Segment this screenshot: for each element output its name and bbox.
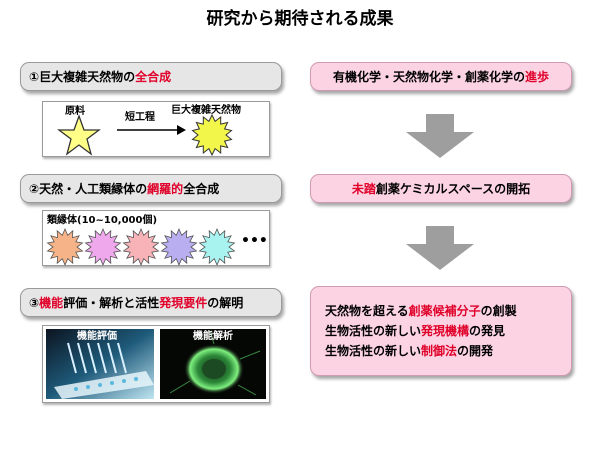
item-comprehensive-synthesis-label: ②天然・人工類縁体の網羅的全合成 bbox=[20, 174, 282, 203]
item3-highlight1: 機能 bbox=[39, 296, 64, 310]
item-total-synthesis-label: ①巨大複雑天然物の全合成 bbox=[20, 62, 282, 91]
analog-starburst bbox=[122, 227, 160, 267]
item2-text-end: 全合成 bbox=[183, 182, 220, 196]
item3-text-end: の解明 bbox=[207, 296, 244, 310]
outcome1-text-end: の創製 bbox=[480, 304, 517, 318]
result2-text: 創薬ケミカルスペースの開拓 bbox=[375, 182, 531, 196]
analogs-starbursts-icon bbox=[46, 227, 236, 267]
analogs-diagram-panel: 類縁体(10~10,000個) ••• bbox=[42, 210, 270, 267]
analog-starburst bbox=[84, 227, 122, 267]
raw-material-label: 原料 bbox=[65, 106, 85, 117]
result-outcomes: 天然物を超える創薬候補分子の創製 生物活性の新しい発現機構の発見 生物活性の新し… bbox=[310, 286, 572, 376]
outcome1-text: 天然物を超える bbox=[325, 304, 409, 318]
item3-highlight2: 発現要件 bbox=[159, 296, 208, 310]
product-label: 巨大複雑天然物 bbox=[171, 105, 241, 116]
item2-text: ②天然・人工類縁体の bbox=[29, 182, 148, 196]
outcome-line-3: 生物活性の新しい制御法の開発 bbox=[325, 341, 571, 361]
outcome-line-1: 天然物を超える創薬候補分子の創製 bbox=[325, 301, 571, 321]
outcome3-text-end: の開発 bbox=[457, 344, 494, 358]
images-panel: 機能評価 機能解析 bbox=[42, 325, 270, 403]
process-arrow-icon bbox=[117, 125, 186, 135]
function-evaluation-caption: 機能評価 bbox=[77, 331, 117, 342]
analog-starburst bbox=[198, 227, 236, 267]
synthesis-diagram-panel: 原料 短工程 巨大複雑天然物 bbox=[42, 101, 270, 157]
outcome3-text: 生物活性の新しい bbox=[325, 344, 422, 358]
result-chemical-space: 未踏創薬ケミカルスペースの開拓 bbox=[310, 174, 572, 203]
page-title: 研究から期待される成果 bbox=[206, 9, 394, 29]
short-process-label: 短工程 bbox=[125, 112, 155, 123]
product-starburst-icon bbox=[191, 114, 233, 156]
outcome2-text-end: の発見 bbox=[469, 324, 506, 338]
down-arrow-icon-2 bbox=[406, 226, 474, 270]
analogs-label: 類縁体(10~10,000個) bbox=[47, 215, 158, 226]
outcome3-highlight: 制御法 bbox=[421, 344, 458, 358]
item3-text: 評価・解析と活性 bbox=[63, 296, 160, 310]
analog-starburst bbox=[46, 227, 84, 267]
raw-material-star-icon bbox=[57, 114, 101, 156]
function-evaluation-image bbox=[46, 329, 154, 399]
item1-text: ①巨大複雑天然物の bbox=[29, 70, 136, 84]
down-arrow-icon-1 bbox=[406, 114, 474, 158]
outcome1-highlight: 創薬候補分子 bbox=[408, 304, 481, 318]
outcome-line-2: 生物活性の新しい発現機構の発見 bbox=[325, 321, 571, 341]
analog-starburst bbox=[160, 227, 198, 267]
item3-num: ③ bbox=[29, 295, 40, 310]
outcome2-text: 生物活性の新しい bbox=[325, 324, 422, 338]
result1-highlight: 進歩 bbox=[525, 70, 550, 84]
function-analysis-image bbox=[160, 329, 266, 399]
item2-highlight: 網羅的 bbox=[147, 182, 184, 196]
result1-text: 有機化学・天然物化学・創薬化学の bbox=[332, 70, 525, 84]
item1-highlight: 全合成 bbox=[135, 70, 172, 84]
function-analysis-caption: 機能解析 bbox=[193, 331, 233, 342]
more-dots: ••• bbox=[241, 233, 268, 249]
outcome2-highlight: 発現機構 bbox=[421, 324, 470, 338]
result2-highlight: 未踏 bbox=[351, 182, 376, 196]
result-progress: 有機化学・天然物化学・創薬化学の進歩 bbox=[310, 62, 572, 91]
